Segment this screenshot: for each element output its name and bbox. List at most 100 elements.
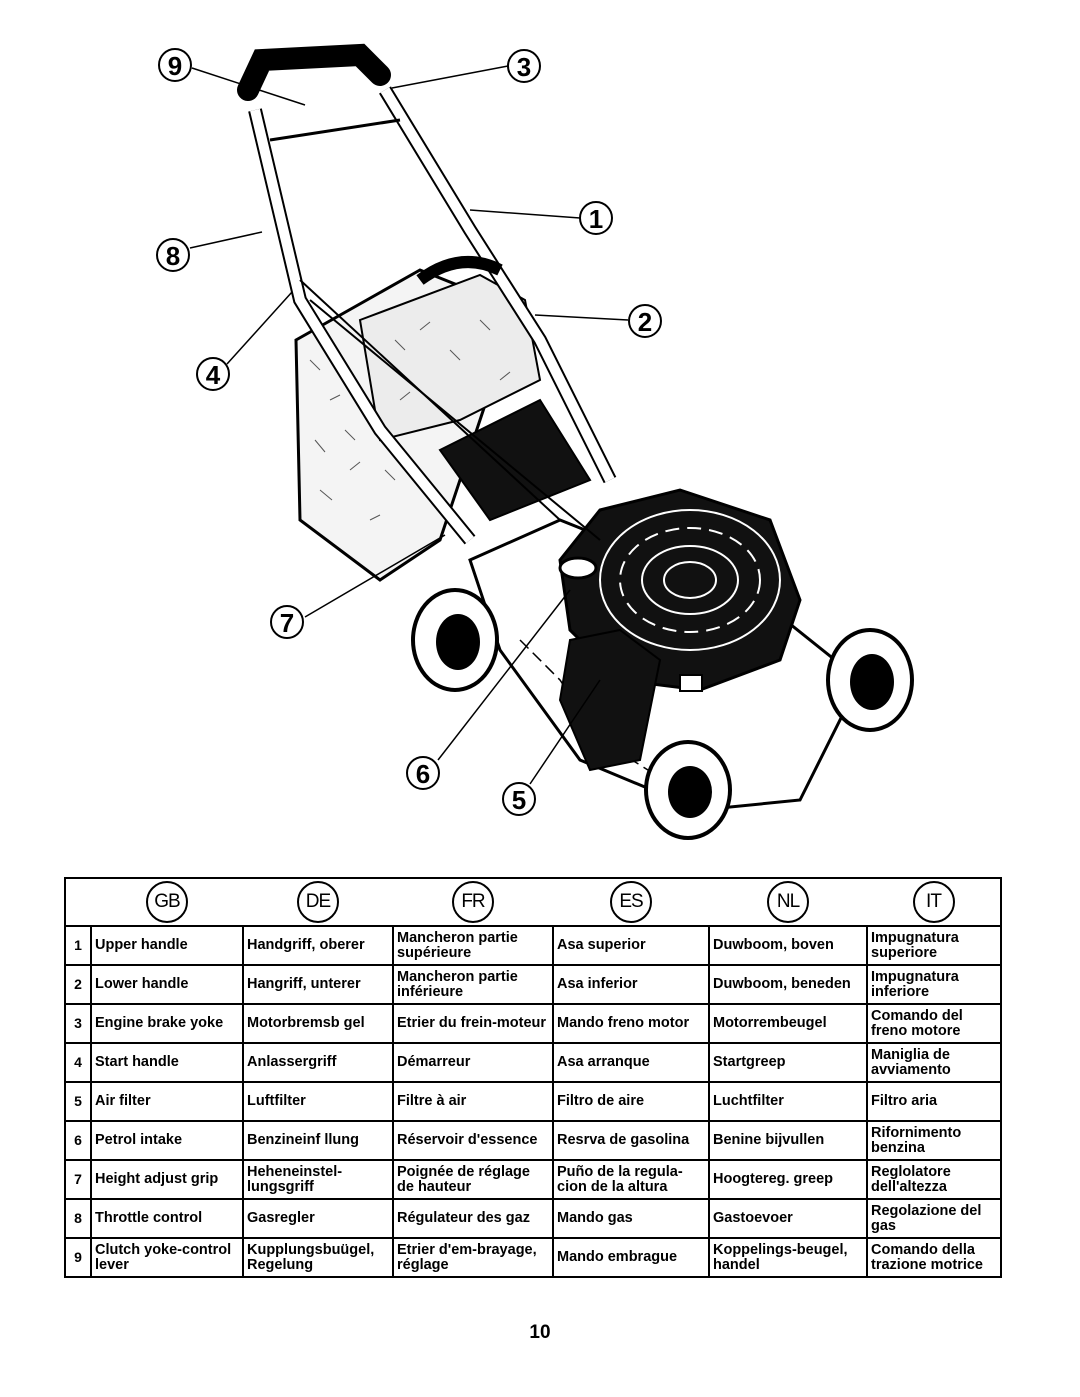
part-name-gb: Upper handle (90, 925, 244, 966)
lang-header-nl: NL (709, 877, 867, 927)
part-name-gb: Start handle (90, 1042, 244, 1083)
part-name-it: Rifornimento benzina (866, 1120, 1002, 1161)
part-name-de: Handgriff, oberer (242, 925, 394, 966)
callout-4: 4 (206, 360, 221, 390)
part-name-it: Maniglia de avviamento (866, 1042, 1002, 1083)
callout-numbers: 9 3 1 2 8 4 7 6 5 (166, 51, 652, 815)
part-number: 9 (64, 1237, 92, 1278)
lang-badge: DE (297, 881, 339, 923)
part-name-gb: Height adjust grip (90, 1159, 244, 1200)
callout-8: 8 (166, 241, 180, 271)
part-name-nl: Duwboom, beneden (708, 964, 868, 1005)
part-name-nl: Luchtfilter (708, 1081, 868, 1122)
callout-leaders (189, 65, 629, 785)
part-name-fr: Poignée de réglage de hauteur (392, 1159, 554, 1200)
lang-badge: NL (767, 881, 809, 923)
lang-badge: GB (146, 881, 188, 923)
callout-5: 5 (512, 785, 526, 815)
part-name-gb: Petrol intake (90, 1120, 244, 1161)
page-number: 10 (529, 1322, 551, 1343)
part-number: 6 (64, 1120, 92, 1161)
part-name-de: Hangriff, unterer (242, 964, 394, 1005)
lang-header-it: IT (867, 877, 1002, 927)
part-name-de: Luftfilter (242, 1081, 394, 1122)
lang-header-de: DE (243, 877, 393, 927)
part-name-gb: Lower handle (90, 964, 244, 1005)
part-name-fr: Régulateur des gaz (392, 1198, 554, 1239)
wheels (411, 588, 914, 840)
language-header-row: GB DE FR ES NL IT (64, 877, 1002, 927)
part-name-es: Asa arranque (552, 1042, 710, 1083)
handle-assembly (237, 43, 617, 545)
part-number: 7 (64, 1159, 92, 1200)
lang-badge: IT (912, 881, 955, 923)
part-name-es: Asa superior (552, 925, 710, 966)
header-blank (64, 877, 91, 927)
part-name-es: Mando freno motor (552, 1003, 710, 1044)
part-name-de: Benzineinf llung (242, 1120, 394, 1161)
part-number: 8 (64, 1198, 92, 1239)
part-number: 2 (64, 964, 92, 1005)
part-name-it: Impugnatura superiore (866, 925, 1002, 966)
part-name-it: Comando del freno motore (866, 1003, 1002, 1044)
callout-1: 1 (589, 204, 603, 234)
part-name-fr: Filtre à air (392, 1081, 554, 1122)
part-name-es: Mando embrague (552, 1237, 710, 1278)
part-name-nl: Benine bijvullen (708, 1120, 868, 1161)
lang-badge: ES (610, 881, 652, 923)
callout-9: 9 (168, 51, 182, 81)
part-name-nl: Koppelings-beugel, handel (708, 1237, 868, 1278)
part-name-gb: Clutch yoke-control lever (90, 1237, 244, 1278)
part-name-it: Filtro aria (866, 1081, 1002, 1122)
part-number: 1 (64, 925, 92, 966)
part-name-es: Puño de la regula-cion de la altura (552, 1159, 710, 1200)
callout-3: 3 (517, 52, 531, 82)
part-name-it: Impugnatura inferiore (866, 964, 1002, 1005)
part-name-it: Comando della trazione motrice (866, 1237, 1002, 1278)
lang-header-gb: GB (91, 877, 243, 927)
engine (558, 488, 802, 772)
part-name-fr: Etrier du frein-moteur (392, 1003, 554, 1044)
part-name-gb: Air filter (90, 1081, 244, 1122)
part-name-nl: Duwboom, boven (708, 925, 868, 966)
part-name-it: Reglolatore dell'altezza (866, 1159, 1002, 1200)
lang-badge: FR (452, 881, 494, 923)
callout-2: 2 (638, 307, 652, 337)
part-name-fr: Mancheron partie inférieure (392, 964, 554, 1005)
part-number: 5 (64, 1081, 92, 1122)
part-name-gb: Engine brake yoke (90, 1003, 244, 1044)
part-name-nl: Motorrembeugel (708, 1003, 868, 1044)
grass-catcher (294, 268, 592, 582)
part-name-fr: Etrier d'em-brayage, réglage (392, 1237, 554, 1278)
lang-header-fr: FR (393, 877, 553, 927)
part-name-gb: Throttle control (90, 1198, 244, 1239)
lawn-mower-illustration: 9 3 1 2 8 4 7 6 5 (156, 43, 914, 840)
part-name-nl: Hoogtereg. greep (708, 1159, 868, 1200)
part-name-nl: Startgreep (708, 1042, 868, 1083)
part-name-es: Filtro de aire (552, 1081, 710, 1122)
part-name-de: Kupplungsbuügel, Regelung (242, 1237, 394, 1278)
part-name-de: Motorbremsb gel (242, 1003, 394, 1044)
part-name-fr: Réservoir d'essence (392, 1120, 554, 1161)
callout-circles (156, 48, 662, 816)
part-name-de: Anlassergriff (242, 1042, 394, 1083)
part-name-fr: Mancheron partie supérieure (392, 925, 554, 966)
part-name-de: Gasregler (242, 1198, 394, 1239)
part-name-es: Resrva de gasolina (552, 1120, 710, 1161)
callout-6: 6 (416, 759, 430, 789)
part-name-es: Asa inferior (552, 964, 710, 1005)
part-name-fr: Démarreur (392, 1042, 554, 1083)
part-name-it: Regolazione del gas (866, 1198, 1002, 1239)
lang-header-es: ES (553, 877, 709, 927)
part-name-nl: Gastoevoer (708, 1198, 868, 1239)
